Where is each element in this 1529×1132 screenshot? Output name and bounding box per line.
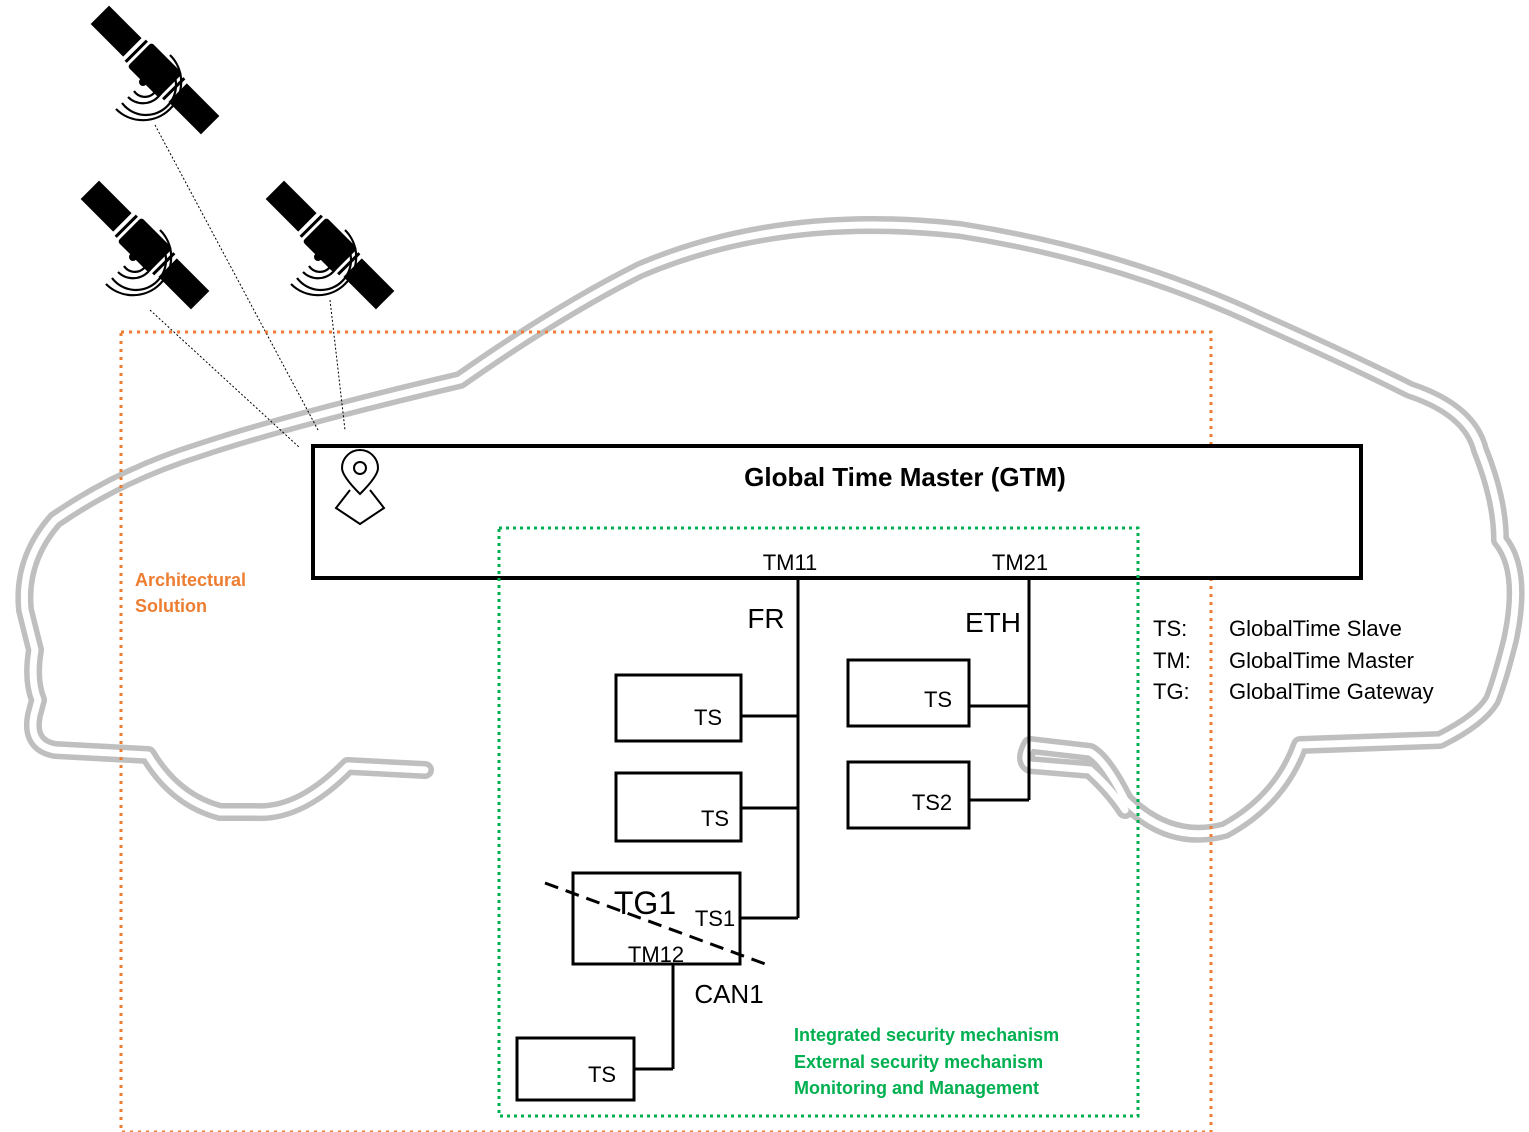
legend-abbr: TS:: [1153, 616, 1187, 641]
svg-text:TS: TS: [694, 705, 722, 730]
bus-eth-label: ETH: [965, 607, 1021, 638]
svg-text:TS: TS: [701, 806, 729, 831]
legend-meaning: GlobalTime Master: [1229, 648, 1414, 673]
security-labels: Integrated security mechanism External s…: [794, 1025, 1064, 1098]
node-ts2: TS2: [848, 762, 969, 828]
gtm-title: Global Time Master (GTM): [744, 462, 1066, 492]
svg-text:TS: TS: [588, 1062, 616, 1087]
svg-text:TS: TS: [924, 687, 952, 712]
legend-abbr: TM:: [1153, 648, 1191, 673]
bus-fr-label: FR: [747, 603, 784, 634]
satellite-icon: [78, 178, 212, 312]
port-tm11: TM11: [763, 550, 818, 575]
node-ts-can: TS: [517, 1038, 634, 1100]
node-ts-fr-2: TS: [616, 773, 741, 841]
legend-meaning: GlobalTime Slave: [1229, 616, 1402, 641]
svg-text:TG1: TG1: [614, 885, 676, 921]
svg-text:TM12: TM12: [628, 942, 684, 967]
svg-text:TS2: TS2: [912, 790, 952, 815]
port-tm21: TM21: [992, 550, 1048, 575]
node-ts-fr-1: TS: [616, 675, 741, 741]
node-tg1: TG1 TS1 TM12: [545, 873, 768, 967]
svg-text:TS1: TS1: [695, 906, 735, 931]
legend-abbr: TG:: [1153, 679, 1190, 704]
satellite-icon: [263, 178, 397, 312]
legend: TS: GlobalTime Slave TM: GlobalTime Mast…: [1153, 616, 1434, 704]
legend-meaning: GlobalTime Gateway: [1229, 679, 1434, 704]
node-ts-eth-1: TS: [848, 660, 969, 726]
satellite-icon: [88, 3, 222, 137]
architectural-solution-label: Architectural Solution: [135, 570, 251, 616]
bus-can1-label: CAN1: [694, 979, 763, 1009]
can1-bus: [633, 964, 673, 1069]
